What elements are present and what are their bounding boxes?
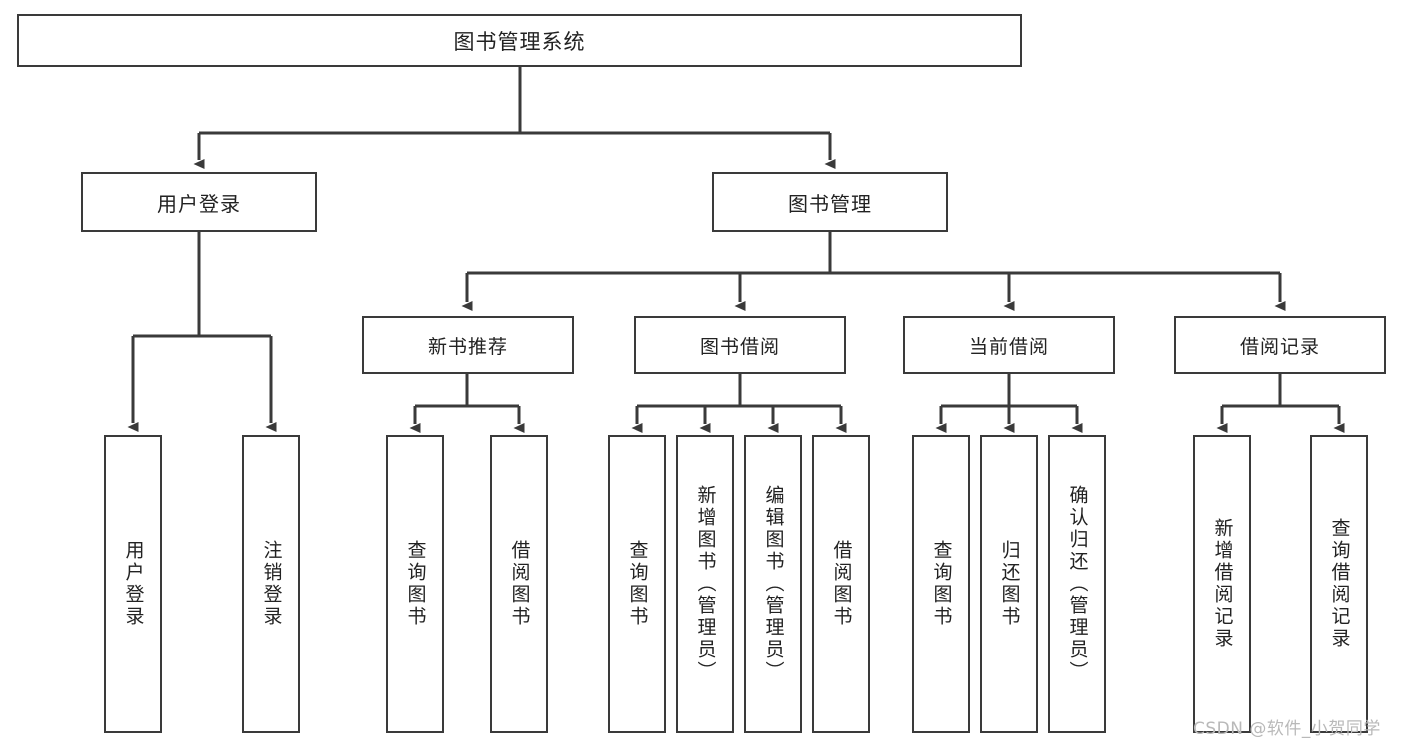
node-label: 借阅图书	[508, 540, 531, 628]
leaf-confirm-return-admin[interactable]: 确认归还（管理员）	[1048, 435, 1106, 733]
node-label: 编辑图书（管理员）	[762, 485, 785, 683]
watermark: CSDN @软件_小贺同学	[1193, 719, 1381, 739]
leaf-edit-book-admin[interactable]: 编辑图书（管理员）	[744, 435, 802, 733]
leaf-return-book[interactable]: 归还图书	[980, 435, 1038, 733]
leaf-add-borrow-record[interactable]: 新增借阅记录	[1193, 435, 1251, 733]
node-label: 新书推荐	[427, 335, 508, 358]
node-root-system[interactable]: 图书管理系统	[17, 14, 1022, 67]
node-label: 用户登录	[157, 191, 241, 216]
node-label: 图书管理系统	[453, 29, 586, 54]
node-label: 当前借阅	[968, 335, 1049, 358]
node-label: 归还图书	[998, 540, 1021, 628]
node-label: 借阅图书	[830, 540, 853, 628]
node-book-borrow[interactable]: 图书借阅	[634, 316, 846, 374]
leaf-query-book-recommend[interactable]: 查询图书	[386, 435, 444, 733]
leaf-query-borrow-record[interactable]: 查询借阅记录	[1310, 435, 1368, 733]
leaf-logout[interactable]: 注销登录	[242, 435, 300, 733]
node-label: 借阅记录	[1239, 335, 1320, 358]
node-label: 查询借阅记录	[1328, 518, 1351, 650]
node-label: 查询图书	[626, 540, 649, 628]
node-label: 图书管理	[788, 191, 872, 216]
node-borrow-record[interactable]: 借阅记录	[1174, 316, 1386, 374]
leaf-add-book-admin[interactable]: 新增图书（管理员）	[676, 435, 734, 733]
leaf-query-book-current[interactable]: 查询图书	[912, 435, 970, 733]
node-current-borrow[interactable]: 当前借阅	[903, 316, 1115, 374]
node-label: 注销登录	[260, 540, 283, 628]
node-user-login[interactable]: 用户登录	[81, 172, 317, 232]
node-label: 图书借阅	[699, 335, 780, 358]
node-label: 新增图书（管理员）	[694, 485, 717, 683]
leaf-borrow-book[interactable]: 借阅图书	[812, 435, 870, 733]
node-book-management[interactable]: 图书管理	[712, 172, 948, 232]
node-label: 新增借阅记录	[1211, 518, 1234, 650]
leaf-borrow-book-recommend[interactable]: 借阅图书	[490, 435, 548, 733]
node-label: 查询图书	[404, 540, 427, 628]
leaf-user-login[interactable]: 用户登录	[104, 435, 162, 733]
node-label: 确认归还（管理员）	[1066, 485, 1089, 683]
leaf-query-book-borrow[interactable]: 查询图书	[608, 435, 666, 733]
node-label: 用户登录	[122, 540, 145, 628]
node-label: 查询图书	[930, 540, 953, 628]
node-new-book-recommend[interactable]: 新书推荐	[362, 316, 574, 374]
